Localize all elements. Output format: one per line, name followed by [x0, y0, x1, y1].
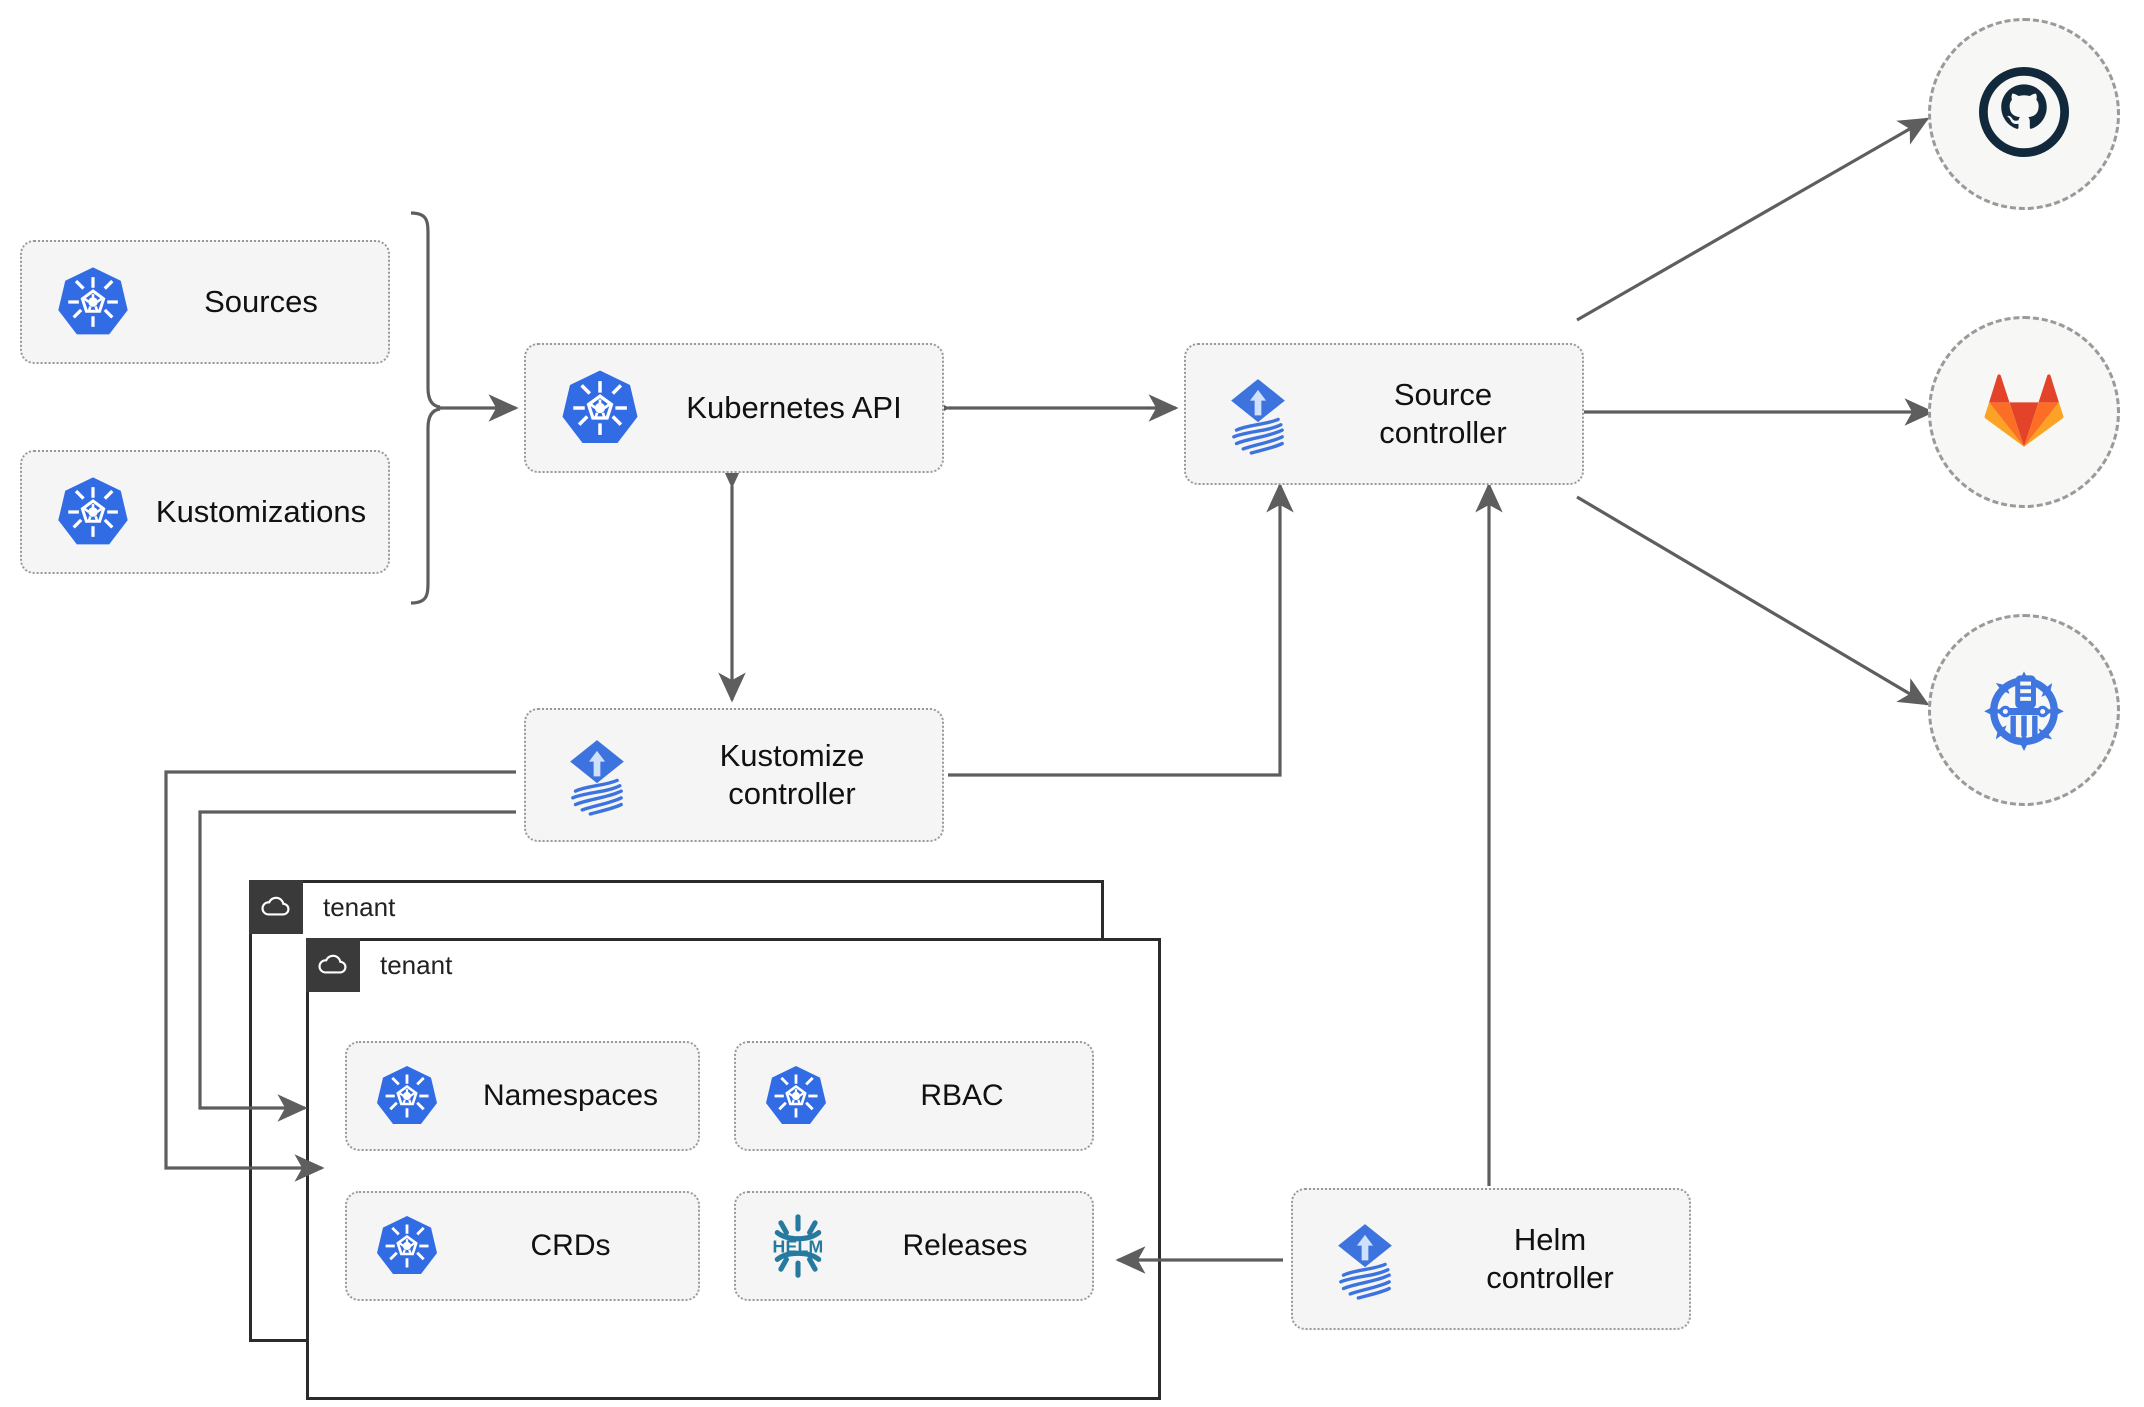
- flux-icon: [1305, 1216, 1425, 1302]
- node-kubernetes-api[interactable]: Kubernetes API: [524, 343, 944, 473]
- node-sources[interactable]: Sources: [20, 240, 390, 364]
- node-github[interactable]: [1928, 18, 2120, 210]
- cloud-icon: [249, 880, 303, 934]
- node-label: Sources: [204, 284, 318, 320]
- tenant-label: tenant: [323, 892, 396, 922]
- gitlab-icon: [1975, 361, 2073, 464]
- edge-kustomizecontroller-sourcecontroller: [948, 482, 1294, 777]
- node-label: Kustomizations: [155, 494, 367, 530]
- kubernetes-icon: [357, 1214, 457, 1278]
- kubernetes-icon: [38, 475, 148, 549]
- node-kustomize-controller[interactable]: Kustomize controller: [524, 708, 944, 842]
- edge-sourcecontroller-helmrepo: [1576, 495, 1930, 706]
- node-rbac[interactable]: RBAC: [734, 1041, 1094, 1151]
- edge-sourcecontroller-github: [1576, 117, 1930, 322]
- edge-kustomizecontroller-tenant-back: [164, 770, 516, 1182]
- node-label: Kubernetes API: [686, 390, 902, 426]
- node-crds[interactable]: CRDs: [345, 1191, 700, 1301]
- node-kustomizations[interactable]: Kustomizations: [20, 450, 390, 574]
- node-label: Kustomize controller: [719, 738, 865, 811]
- tenant-header: tenant: [306, 938, 452, 992]
- node-releases[interactable]: HELM Releases: [734, 1191, 1094, 1301]
- cloud-icon: [306, 938, 360, 992]
- node-label: Releases: [902, 1228, 1028, 1262]
- helm-icon: HELM: [744, 1207, 852, 1285]
- tenant-label: tenant: [380, 950, 453, 980]
- node-gitlab[interactable]: [1928, 316, 2120, 508]
- node-label: Namespaces: [482, 1078, 659, 1112]
- flux-icon: [1198, 371, 1318, 457]
- edge-resources-bracket: [410, 211, 519, 605]
- svg-text:HELM: HELM: [773, 1237, 824, 1257]
- node-label: Source controller: [1379, 377, 1507, 450]
- node-label: CRDs: [530, 1228, 611, 1262]
- github-icon: [1972, 60, 2076, 169]
- tenant-header: tenant: [249, 880, 395, 934]
- node-source-controller[interactable]: Source controller: [1184, 343, 1584, 485]
- kubernetes-icon: [540, 368, 660, 448]
- node-label: Helm controller: [1486, 1222, 1614, 1295]
- node-label: RBAC: [920, 1078, 1004, 1112]
- node-helm-controller[interactable]: Helm controller: [1291, 1188, 1691, 1330]
- node-helm-repository[interactable]: [1928, 614, 2120, 806]
- edge-kustomizecontroller-tenant-front: [198, 810, 516, 1122]
- tenant-front[interactable]: tenant: [306, 938, 1161, 1400]
- kubernetes-icon: [38, 265, 148, 339]
- flux-icon: [538, 732, 656, 818]
- kubernetes-icon: [357, 1064, 457, 1128]
- kubernetes-icon: [746, 1064, 846, 1128]
- node-namespaces[interactable]: Namespaces: [345, 1041, 700, 1151]
- helm-chart-icon: [1973, 657, 2075, 764]
